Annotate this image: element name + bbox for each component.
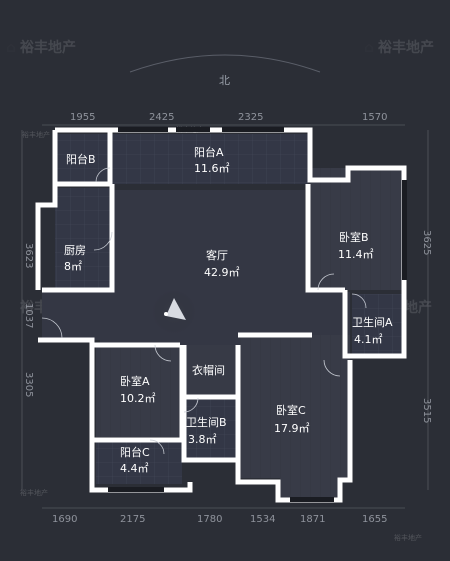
dim-bottom-1: 1690 (52, 514, 77, 525)
dim-top-2: 2425 (149, 112, 174, 123)
svg-text:8㎡: 8㎡ (64, 260, 82, 273)
svg-text:卧室B: 卧室B (339, 230, 369, 244)
room-bedroom-c: 卧室C 17.9㎡ (274, 403, 310, 435)
watermark-small-text: 裕丰地产 (22, 130, 50, 139)
watermark-text: 裕丰地产 (377, 39, 434, 56)
svg-text:42.9㎡: 42.9㎡ (204, 266, 240, 279)
dim-bottom-6: 1655 (362, 514, 387, 525)
brand-logo-icon: ⌂ (364, 40, 374, 56)
svg-text:阳台B: 阳台B (66, 152, 96, 166)
dim-left-1: 3623 (23, 243, 34, 268)
svg-text:11.6㎡: 11.6㎡ (194, 162, 230, 175)
windows (108, 127, 407, 502)
room-balcony-a: 阳台A 11.6㎡ (194, 145, 230, 175)
svg-text:阳台A: 阳台A (194, 145, 224, 159)
room-bathroom-a: 卫生间A 4.1㎡ (352, 315, 393, 346)
dim-bottom-4: 1534 (250, 514, 275, 525)
room-bathroom-b: 卫生间B 3.8㎡ (186, 415, 227, 446)
room-bedroom-a: 卧室A 10.2㎡ (120, 374, 156, 405)
svg-text:卫生间A: 卫生间A (352, 315, 393, 329)
dim-left-2: 1037 (23, 303, 34, 328)
north-arc (129, 54, 321, 73)
north-label: 北 (219, 74, 230, 87)
svg-text:厨房: 厨房 (64, 244, 86, 257)
dim-top-3: 2325 (238, 112, 263, 123)
watermark-small-text: 裕丰地产 (20, 488, 48, 497)
svg-text:4.1㎡: 4.1㎡ (354, 333, 383, 346)
svg-text:衣帽间: 衣帽间 (192, 363, 225, 377)
svg-text:10.2㎡: 10.2㎡ (120, 392, 156, 405)
dim-top-1: 1955 (70, 112, 95, 123)
dim-right-1: 3625 (421, 230, 432, 255)
dim-left-3: 3305 (23, 372, 34, 397)
svg-text:⌂: ⌂ (364, 40, 374, 56)
room-living: 客厅 42.9㎡ (204, 248, 240, 279)
walls (35, 127, 407, 503)
room-balcony-b: 阳台B (66, 152, 96, 166)
svg-text:17.9㎡: 17.9㎡ (274, 422, 310, 435)
compass-icon (152, 290, 196, 334)
svg-text:4.4㎡: 4.4㎡ (120, 462, 149, 475)
svg-text:卫生间B: 卫生间B (186, 415, 227, 429)
dim-right-2: 3515 (421, 398, 432, 423)
room-kitchen: 厨房 8㎡ (64, 244, 86, 273)
watermark-small-text: 裕丰地产 (394, 533, 422, 542)
svg-text:卧室C: 卧室C (276, 403, 306, 417)
svg-text:3.8㎡: 3.8㎡ (188, 433, 217, 446)
floor-areas (42, 134, 404, 498)
dim-bottom-5: 1871 (300, 514, 325, 525)
svg-text:⌂: ⌂ (6, 40, 16, 56)
room-balcony-c: 阳台C 4.4㎡ (120, 445, 150, 475)
room-cloakroom: 衣帽间 (192, 363, 225, 377)
svg-text:卧室A: 卧室A (120, 374, 150, 388)
dim-bottom-3: 1780 (197, 514, 222, 525)
svg-text:11.4㎡: 11.4㎡ (338, 248, 374, 261)
dim-bottom-2: 2175 (120, 514, 145, 525)
watermark-text: 裕丰地产 (19, 39, 76, 56)
room-bedroom-b: 卧室B 11.4㎡ (338, 230, 374, 261)
doors (41, 167, 367, 455)
dim-top-4: 1570 (362, 112, 387, 123)
svg-text:客厅: 客厅 (206, 248, 228, 262)
brand-logo-icon: ⌂ (6, 40, 16, 56)
svg-text:阳台C: 阳台C (120, 445, 150, 459)
